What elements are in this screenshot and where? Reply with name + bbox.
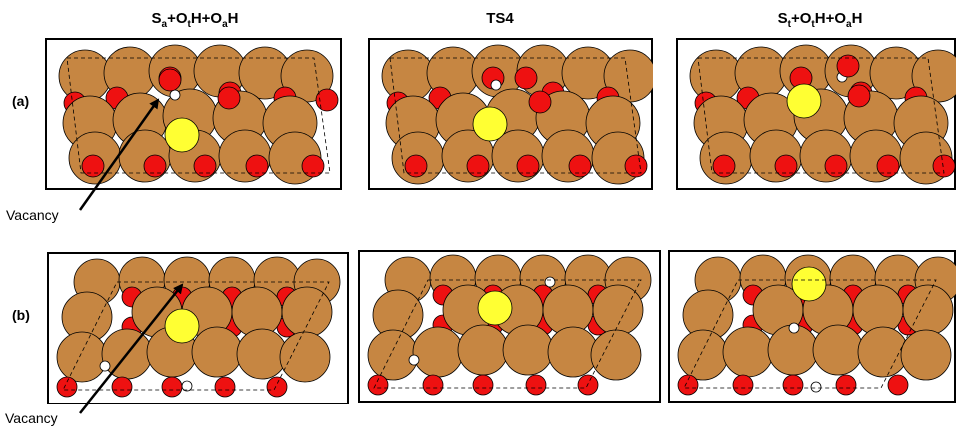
panel-a-left — [45, 38, 342, 190]
metal-atom — [457, 324, 509, 376]
oxygen-atom — [404, 154, 428, 178]
hydrogen-atom — [788, 322, 800, 334]
metal-atom — [547, 326, 599, 378]
hydrogen-atom — [810, 381, 822, 393]
metal-atom — [191, 326, 243, 378]
hydrogen-atom — [181, 380, 193, 392]
panel-border — [668, 250, 956, 403]
metal-atom — [412, 326, 464, 378]
oxygen-atom — [932, 154, 956, 178]
metal-atom — [56, 331, 108, 383]
oxygen-atom — [516, 154, 540, 178]
hydrogen-atom — [544, 276, 556, 288]
panel-b-right — [668, 250, 956, 403]
sulfur-atom — [164, 117, 200, 153]
unit-cell-outline — [697, 57, 945, 174]
unit-cell-outline — [66, 57, 331, 174]
metal-atom — [902, 284, 954, 336]
metal-atom — [236, 328, 288, 380]
row-label-b: (b) — [12, 307, 30, 323]
metal-atom — [799, 129, 853, 183]
oxygen-atom — [301, 154, 325, 178]
metal-atom — [677, 329, 729, 381]
oxygen-atom — [315, 88, 339, 112]
oxygen-atom — [367, 374, 389, 396]
sulfur-atom — [791, 266, 827, 302]
oxygen-atom — [624, 154, 648, 178]
oxygen-atom — [81, 154, 105, 178]
panel-border — [358, 250, 661, 403]
oxygen-atom — [217, 86, 241, 110]
oxygen-atom — [525, 374, 547, 396]
sulfur-atom — [786, 83, 822, 119]
sulfur-atom — [477, 290, 513, 326]
panel-a-right — [676, 38, 956, 190]
metal-atom — [367, 329, 419, 381]
oxygen-atom — [836, 54, 860, 78]
oxygen-atom — [887, 374, 909, 396]
oxygen-atom — [193, 154, 217, 178]
column-title-left: Sa+OtH+OaH — [151, 10, 239, 30]
oxygen-atom — [732, 374, 754, 396]
oxygen-atom — [876, 154, 900, 178]
metal-atom — [101, 328, 153, 380]
metal-atom — [812, 324, 864, 376]
oxygen-atom — [824, 154, 848, 178]
oxygen-atom — [528, 90, 552, 114]
oxygen-atom — [568, 154, 592, 178]
metal-atom — [900, 329, 952, 381]
oxygen-atom — [111, 376, 133, 398]
oxygen-atom — [245, 154, 269, 178]
oxygen-atom — [577, 374, 599, 396]
sulfur-atom — [164, 308, 200, 344]
hydrogen-atom — [169, 89, 181, 101]
hydrogen-atom — [408, 354, 420, 366]
oxygen-atom — [472, 374, 494, 396]
panel-a-middle — [368, 38, 653, 190]
panel-border — [47, 252, 349, 404]
metal-atom — [722, 326, 774, 378]
metal-atom — [118, 129, 172, 183]
row-label-a: (a) — [12, 93, 30, 109]
oxygen-atom — [712, 154, 736, 178]
panel-b-middle — [358, 250, 661, 403]
panel-b-left — [47, 252, 349, 404]
oxygen-atom — [677, 374, 699, 396]
column-title-middle: TS4 — [486, 10, 514, 27]
oxygen-atom — [143, 154, 167, 178]
oxygen-atom — [782, 374, 804, 396]
oxygen-atom — [835, 374, 857, 396]
oxygen-atom — [158, 68, 182, 92]
metal-atom — [749, 129, 803, 183]
metal-atom — [590, 329, 642, 381]
unit-cell-outline — [683, 279, 937, 389]
oxygen-atom — [161, 376, 183, 398]
panel-border — [45, 38, 342, 190]
oxygen-atom — [56, 376, 78, 398]
hydrogen-atom — [99, 360, 111, 372]
unit-cell-outline — [373, 279, 642, 389]
unit-cell-outline — [389, 57, 642, 174]
oxygen-atom — [847, 84, 871, 108]
oxygen-atom — [422, 374, 444, 396]
oxygen-atom — [214, 376, 236, 398]
oxygen-atom — [514, 66, 538, 90]
metal-atom — [279, 331, 331, 383]
panel-border — [368, 38, 653, 190]
oxygen-atom — [266, 376, 288, 398]
metal-atom — [502, 324, 554, 376]
panel-border — [676, 38, 956, 190]
column-title-right: St+OtH+OaH — [777, 10, 863, 30]
hydrogen-atom — [490, 79, 502, 91]
metal-atom — [281, 286, 333, 338]
sulfur-atom — [472, 106, 508, 142]
metal-atom — [857, 326, 909, 378]
vacancy-label-b: Vacancy — [5, 410, 58, 426]
oxygen-atom — [774, 154, 798, 178]
oxygen-atom — [466, 154, 490, 178]
metal-atom — [592, 284, 644, 336]
vacancy-label-a: Vacancy — [6, 207, 59, 223]
